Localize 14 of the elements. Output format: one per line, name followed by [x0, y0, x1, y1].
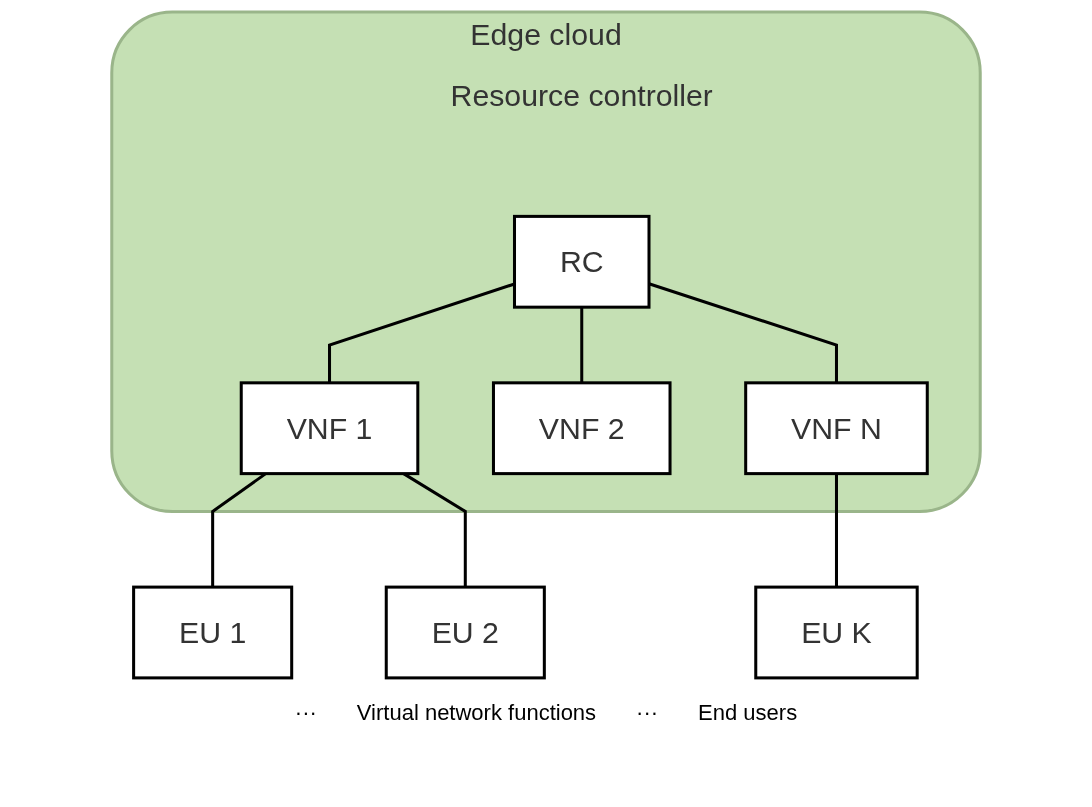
caption-text: Virtual network functions — [356, 700, 597, 726]
caption-text: ··· — [294, 700, 317, 726]
node-box — [491, 381, 672, 476]
node-box — [132, 585, 294, 680]
caption-text: End users — [698, 700, 798, 726]
node-box — [754, 585, 919, 680]
node-box — [384, 585, 546, 680]
connector — [580, 307, 584, 383]
node-box — [513, 214, 651, 309]
node-box — [239, 381, 420, 476]
node-box — [744, 381, 929, 476]
caption-text: ··· — [636, 700, 659, 726]
connector — [834, 473, 838, 588]
cluster — [110, 10, 982, 513]
